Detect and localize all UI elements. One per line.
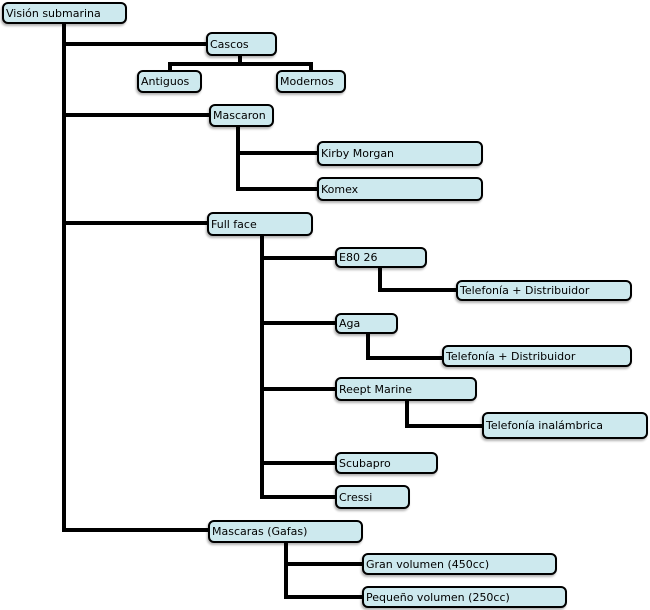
connector-to-komex (236, 187, 317, 191)
node-gran-volumen[interactable]: Gran volumen (450cc) (362, 553, 557, 575)
node-telefonia-inalambrica[interactable]: Telefonía inalámbrica (482, 412, 648, 439)
connector-cascos-stub (238, 56, 242, 66)
node-label: Pequeño volumen (250cc) (366, 590, 510, 604)
connector-to-gran-volumen (284, 562, 362, 566)
node-telefonia-distribuidor-1[interactable]: Telefonía + Distribuidor (456, 280, 632, 301)
node-label: Kirby Morgan (321, 147, 395, 160)
connector-root-to-mascaras (62, 528, 208, 532)
node-cascos[interactable]: Cascos (206, 32, 277, 56)
connector-root-to-cascos (62, 42, 206, 46)
connector-to-telefonia-dist-1 (378, 288, 456, 292)
connector-to-pequeno-volumen (284, 595, 362, 599)
node-vision-submarina[interactable]: Visión submarina (2, 2, 127, 24)
node-label: Full face (211, 217, 257, 231)
connector-to-aga (260, 321, 335, 325)
connector-to-cressi (260, 495, 335, 499)
connector-reept-stub (405, 400, 409, 428)
connector-to-reept-marine (260, 387, 335, 391)
node-label: E80 26 (339, 251, 378, 264)
connector-cascos-crossbar (168, 62, 313, 66)
node-scubapro[interactable]: Scubapro (335, 452, 438, 474)
node-pequeno-volumen[interactable]: Pequeño volumen (250cc) (362, 586, 567, 608)
connector-to-modernos (309, 62, 313, 70)
node-mascaron[interactable]: Mascaron (209, 104, 274, 127)
connector-to-kirby-morgan (236, 151, 317, 155)
node-label: Aga (339, 317, 361, 330)
node-antiguos[interactable]: Antiguos (137, 70, 202, 93)
node-label: Visión submarina (6, 6, 101, 20)
connector-e80-26-stub (378, 268, 382, 292)
node-label: Gran volumen (450cc) (366, 557, 490, 571)
connector-mascaron-spine (236, 127, 240, 191)
node-kirby-morgan[interactable]: Kirby Morgan (317, 141, 483, 166)
connector-to-scubapro (260, 461, 335, 465)
node-label: Mascaron (213, 109, 266, 122)
node-label: Komex (321, 182, 359, 196)
node-label: Telefonía inalámbrica (486, 419, 603, 432)
connector-full-face-spine (260, 236, 264, 499)
node-aga[interactable]: Aga (335, 313, 398, 334)
connector-root-to-full-face (62, 221, 207, 225)
node-e80-26[interactable]: E80 26 (335, 247, 427, 268)
connector-mascaras-spine (284, 543, 288, 599)
connector-root-to-mascaron (62, 113, 209, 117)
node-label: Cascos (210, 37, 249, 51)
node-label: Antiguos (141, 75, 190, 88)
connector-to-antiguos (168, 62, 172, 70)
connector-to-telefonia-dist-2 (366, 356, 442, 360)
connector-root-spine (62, 24, 66, 532)
node-label: Telefonía + Distribuidor (446, 349, 576, 363)
node-label: Modernos (280, 75, 334, 88)
node-mascaras-gafas[interactable]: Mascaras (Gafas) (208, 520, 363, 543)
node-telefonia-distribuidor-2[interactable]: Telefonía + Distribuidor (442, 345, 632, 367)
node-label: Reept Marine (339, 382, 413, 396)
node-label: Scubapro (339, 456, 391, 470)
connector-to-e80-26 (260, 256, 335, 260)
node-modernos[interactable]: Modernos (276, 70, 346, 93)
connector-to-telefonia-inalambrica (405, 424, 482, 428)
node-label: Mascaras (Gafas) (212, 525, 308, 538)
node-full-face[interactable]: Full face (207, 212, 313, 236)
node-label: Telefonía + Distribuidor (460, 284, 590, 297)
node-reept-marine[interactable]: Reept Marine (335, 377, 477, 401)
node-cressi[interactable]: Cressi (335, 485, 410, 509)
node-komex[interactable]: Komex (317, 177, 483, 201)
connector-aga-stub (366, 334, 370, 360)
node-label: Cressi (339, 490, 373, 504)
